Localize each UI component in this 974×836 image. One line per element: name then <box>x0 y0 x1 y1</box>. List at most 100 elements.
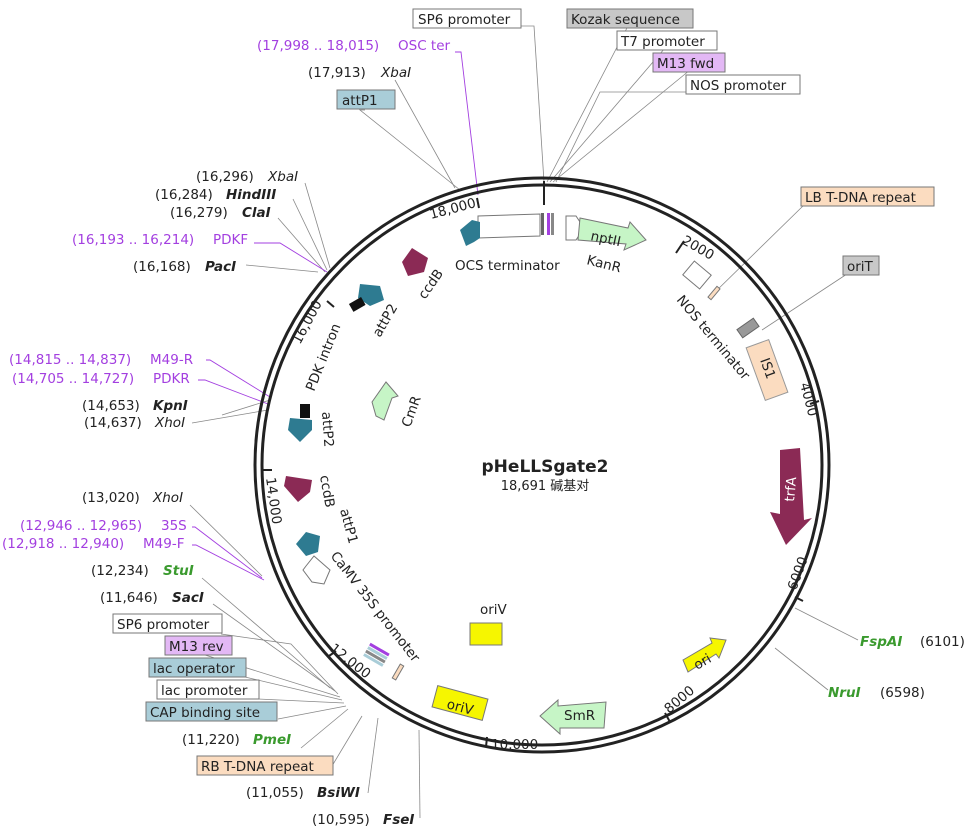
kozak-marker <box>541 213 544 235</box>
attp1-low-arrow <box>296 532 320 556</box>
rb-tdna-marker <box>391 663 405 681</box>
clai-label: ClaI <box>242 205 271 221</box>
pmei-label: PmeI <box>253 732 291 748</box>
xbai-2-label: XbaI <box>267 169 298 185</box>
tick-16000: 16,000 <box>289 298 325 347</box>
is1-label: IS1 <box>756 356 778 381</box>
nptii-arrow <box>577 217 647 251</box>
m13fwd-marker <box>547 213 550 235</box>
xbai-1-pos: (17,913) <box>308 65 366 81</box>
bsiwi-pos: (11,055) <box>246 785 304 801</box>
oriv-bottom-label: oriV <box>445 696 476 719</box>
nptii-label: nptII <box>589 228 622 250</box>
xhoi-2-pos: (13,020) <box>82 490 140 506</box>
paci-pos: (16,168) <box>133 259 191 275</box>
ccdb-high-arrow <box>402 248 428 276</box>
osc-ter-label: OSC ter <box>398 38 451 54</box>
bsiwi-label: BsiWI <box>317 785 360 801</box>
ccdb-low-label: ccdB <box>316 474 337 509</box>
pdkr-label: PDKR <box>153 371 190 387</box>
attp2-low-arrow <box>288 418 312 442</box>
smr-arrow <box>539 698 607 736</box>
nos-promoter-label: NOS promoter <box>690 78 787 94</box>
kpni-label: KpnI <box>153 398 188 414</box>
pdkf-marker <box>348 297 366 312</box>
fsei-pos: (10,595) <box>312 812 370 828</box>
orit-marker <box>736 317 760 339</box>
leader-lines <box>189 25 859 819</box>
oriv-box-bottom <box>431 685 489 721</box>
orit-label: oriT <box>847 259 874 275</box>
plasmid-name: pHeLLSgate2 <box>482 457 609 477</box>
pmei-pos: (11,220) <box>182 732 240 748</box>
cap-binding-site-label: CAP binding site <box>150 705 260 721</box>
pdkf-label: PDKF <box>213 232 248 248</box>
clai-pos: (16,279) <box>170 205 228 221</box>
hindiii-label: HindIII <box>226 187 276 203</box>
ccdb-low-arrow <box>284 476 312 502</box>
stui-label: StuI <box>163 563 194 579</box>
m49r-pos: (14,815 .. 14,837) <box>9 352 131 368</box>
sp6-promoter-bottom-label: SP6 promoter <box>117 617 210 633</box>
kanr-label: KanR <box>585 252 623 276</box>
oriv-center-label: oriV <box>480 602 508 618</box>
backbone <box>253 176 831 754</box>
kozak-label: Kozak sequence <box>571 12 680 28</box>
fspai-pos: (6101) <box>920 634 965 650</box>
fspai-label: FspAI <box>860 634 902 650</box>
m49r-label: M49-R <box>150 352 193 368</box>
lb-tdna-label: LB T-DNA repeat <box>805 190 916 206</box>
lac-promoter-label: lac promoter <box>161 683 248 699</box>
ocs-terminator-label: OCS terminator <box>455 258 560 274</box>
attp2-high-arrow <box>358 284 384 306</box>
site-labels: SP6 promoter Kozak sequence T7 promoter … <box>2 8 965 828</box>
purple-leader-lines <box>192 51 479 581</box>
cmr-arrow <box>371 381 399 421</box>
kpni-pos: (14,653) <box>82 398 140 414</box>
attp1-top-arrow <box>460 220 480 246</box>
xhoi-1-label: XhoI <box>154 415 185 431</box>
saci-label: SacI <box>172 590 204 606</box>
oriv-box-center <box>469 622 503 646</box>
trfa-arrow <box>770 448 812 545</box>
m49f-pos: (12,918 .. 12,940) <box>2 536 124 552</box>
nrui-label: NruI <box>828 685 861 701</box>
t7-promoter-label: T7 promoter <box>620 34 705 50</box>
trfa-label: trfA <box>782 475 800 502</box>
cmr-label: CmR <box>399 394 425 430</box>
ocs-terminator-arrow <box>477 213 541 239</box>
ori-arrow <box>682 637 727 673</box>
stui-pos: (12,234) <box>91 563 149 579</box>
xhoi-1-pos: (14,637) <box>84 415 142 431</box>
nos-terminator-label: NOS terminator <box>673 292 753 383</box>
hindiii-pos: (16,284) <box>155 187 213 203</box>
rb-tdna-label: RB T-DNA repeat <box>201 759 314 775</box>
saci-pos: (11,646) <box>100 590 158 606</box>
m13-fwd-label: M13 fwd <box>657 56 714 72</box>
smr-label: SmR <box>564 708 595 724</box>
tick-marks <box>262 181 820 748</box>
tick-14000: 14,000 <box>262 476 284 525</box>
camv35s-arrow <box>302 555 331 585</box>
pdkr-pos: (14,705 .. 14,727) <box>12 371 134 387</box>
m49f-label: M49-F <box>143 536 184 552</box>
osc-ter-pos: (17,998 .. 18,015) <box>257 38 379 54</box>
tick-10000: 10,000 <box>491 737 538 753</box>
sp6-promoter-top-label: SP6 promoter <box>418 12 511 28</box>
paci-label: PacI <box>205 259 236 275</box>
xbai-1-label: XbaI <box>380 65 411 81</box>
attp1-low-label: attP1 <box>336 507 361 546</box>
attp2-high-label: attP2 <box>370 301 402 340</box>
tick-2000: 2000 <box>679 233 717 264</box>
pdkf-pos: (16,193 .. 16,214) <box>72 232 194 248</box>
lb-tdna-marker <box>707 285 721 301</box>
pdkr-marker <box>300 404 310 418</box>
xbai-2-pos: (16,296) <box>196 169 254 185</box>
features <box>284 213 812 736</box>
nrui-pos: (6598) <box>880 685 925 701</box>
lac-operator-label: lac operator <box>153 661 235 677</box>
p35s-pos: (12,946 .. 12,965) <box>20 518 142 534</box>
is1-box <box>745 338 789 402</box>
attp2-low-label: attP2 <box>318 411 336 448</box>
